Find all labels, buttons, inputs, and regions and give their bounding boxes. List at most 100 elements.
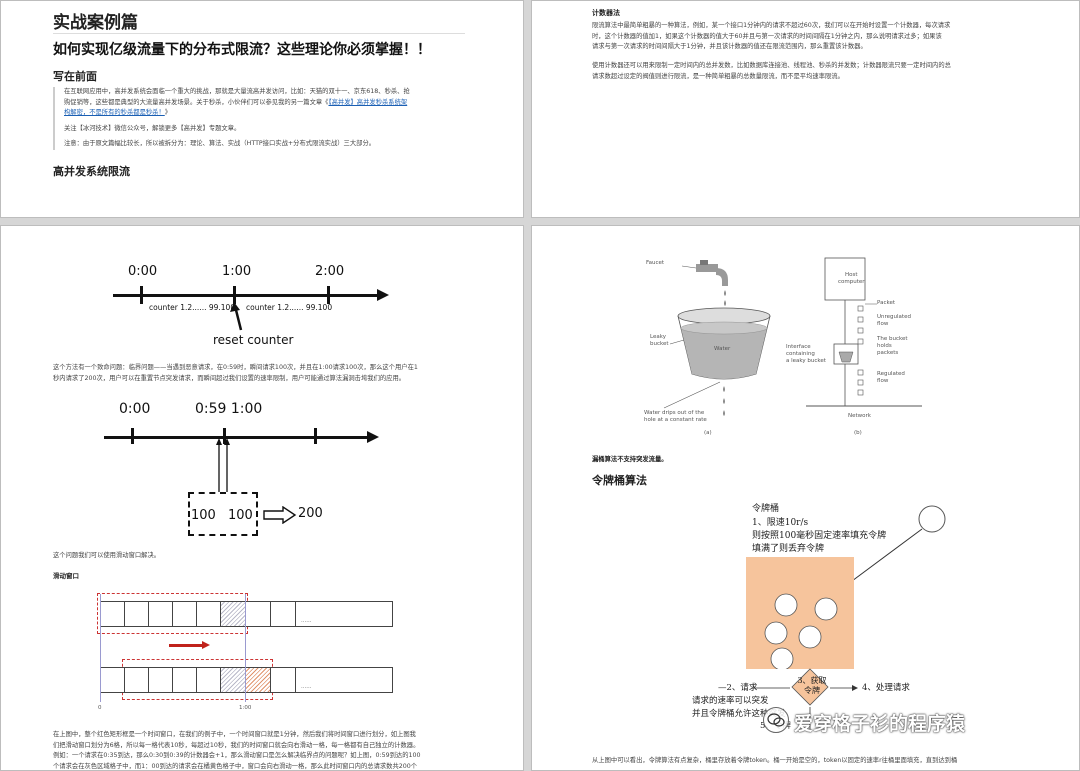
window-cell: [148, 667, 173, 693]
burst-count-right: 100: [228, 508, 253, 523]
token-step4: 4、处理请求: [862, 683, 910, 693]
token-step2: —2、请求: [718, 683, 758, 693]
label-a: (a): [704, 430, 712, 436]
burst-box: [188, 492, 258, 536]
section-heading-intro: 写在前面: [53, 70, 97, 83]
label-packet: Packet: [877, 300, 895, 306]
label-interface-3: a leaky bucket: [786, 358, 826, 364]
shift-arrow-icon: [169, 644, 205, 647]
tick-mark: [327, 286, 330, 304]
boundary-line: [245, 594, 246, 702]
title-divider: [53, 33, 465, 34]
document-page-1: 实战案例篇 如何实现亿级流量下的分布式限流？这些理论你必须掌握！！ 写在前面 在…: [0, 0, 524, 218]
window-cell-gray: [220, 667, 246, 693]
leaky-caption: 漏桶算法不支持突发流量。: [592, 456, 668, 463]
heading-sliding-window: 滑动窗口: [53, 572, 79, 580]
tick-mark: [140, 286, 143, 304]
token-drop-icon: [851, 505, 946, 582]
window-cell: [172, 667, 197, 693]
label-b: (b): [854, 430, 862, 436]
p3-line-1: 这个方法有一个致命问题：临界问题——当遇到恶意请求，在0:59时，瞬间请求100…: [53, 364, 418, 371]
time-label-0200: 2:00: [315, 264, 345, 279]
tick-mark: [223, 428, 226, 444]
token-step2b: 请求的速率可以突发: [692, 696, 769, 706]
window-cell: [270, 601, 296, 627]
p3-line-5: 例如：一个请求在0:35到达，那么0:30到0:39的计数器会+1，那么滑动窗口…: [53, 752, 421, 759]
p2-line-5: 请求数超过设定的阀值则进行限流，是一种简单粗暴的总数量限流，而不是平均速率限流。: [592, 72, 844, 80]
dots-label: ......: [301, 684, 312, 690]
window-cell: [124, 601, 149, 627]
window-cell: [172, 601, 197, 627]
arrow-right-icon: [377, 289, 389, 301]
p3-line-3: 在上图中，整个红色矩形框是一个时间窗口，在我们的例子中，一个时间窗口就是1分钟，…: [53, 731, 416, 738]
intro-quote: 在互联网应用中，高并发系统会面临一个重大的挑战，那就是大量流高并发访问，比如：天…: [53, 87, 465, 150]
page-title: 实战案例篇: [53, 13, 138, 33]
label-interface-2: containing: [786, 351, 815, 357]
token-step1c: 填满了则丢弃令牌: [752, 544, 825, 554]
counter-para-2: 使用计数器还可以用来限制一定时间内的总并发数，比如数据库连接池、线程池、秒杀的并…: [592, 61, 1062, 82]
p2-line-1: 限流算法中最简单粗暴的一种算法，例如，某一个接口1分钟内的请求不超过60次，我们…: [592, 22, 951, 29]
article-title: 如何实现亿级流量下的分布式限流？这些理论你必须掌握！！: [53, 42, 431, 58]
counter-label-right: counter 1.2...... 99.100: [246, 303, 333, 312]
window-cell: [100, 667, 125, 693]
window-cell: [148, 601, 173, 627]
label-network: Network: [848, 413, 871, 419]
label-drips-2: hole at a constant rate: [644, 417, 707, 423]
window-cell: [196, 667, 221, 693]
label-regulated-2: flow: [877, 378, 889, 384]
counter-label-left: counter 1.2...... 99.100: [149, 303, 236, 312]
window-cell: [100, 601, 125, 627]
label-faucet: Faucet: [646, 260, 665, 266]
token-step1b: 则按照100毫秒固定速率填充令牌: [752, 531, 887, 541]
window-cell-rest: [295, 667, 393, 693]
time-label-0000: 0:00: [119, 401, 151, 417]
tick-mark: [233, 286, 236, 304]
sliding-solution-line: 这个问题我们可以使用滑动窗口解决。: [53, 552, 161, 559]
document-page-2: 计数器法 限流算法中最简单粗暴的一种算法，例如，某一个接口1分钟内的请求不超过6…: [531, 0, 1080, 218]
reset-arrow-icon: [230, 302, 243, 331]
tick-mark: [314, 428, 317, 444]
p2-line-3: 请求与第一次请求的时间间隔大于1分钟，并且该计数器的值还在限流范围内，那么重置该…: [592, 43, 867, 50]
p2-line-2: 时，这个计数器的值加1，如果这个计数器的值大于60并且与第一次请求的时间间隔在1…: [592, 32, 942, 40]
watermark-text: 爱穿格子衫的程序猿: [794, 713, 966, 735]
window-cell: [245, 601, 271, 627]
heading-counter: 计数器法: [592, 9, 620, 17]
boundary-line: [100, 594, 101, 702]
p3-line-4: 们把滑动窗口划分为6格，所以每一格代表10秒，每超过10秒，我们的时间窗口就会向…: [53, 741, 420, 749]
window-cell: [270, 667, 296, 693]
follow-line: 关注【冰河技术】微信公众号，解锁更多【高并发】专题文章。: [64, 124, 241, 132]
window-cell-rest: [295, 601, 393, 627]
label-water: Water: [714, 346, 731, 352]
shift-arrow-head-icon: [202, 641, 210, 649]
burst-total: 200: [298, 506, 323, 521]
timeline-axis: [104, 436, 369, 439]
dots-label: ......: [301, 618, 312, 624]
article-link-1[interactable]: 【高并发】高并发秒杀系统架: [328, 98, 408, 106]
token-bottom-para: 从上图中可以看出，令牌算法有点复杂，桶里存放着令牌token。桶一开始是空的，t…: [592, 757, 958, 764]
article-link-2[interactable]: 构解密，不是所有的秒杀都是秒杀！: [64, 109, 165, 116]
hollow-arrow-icon: [263, 506, 297, 524]
label-unregulated-2: flow: [877, 321, 889, 327]
label-host-1: Host: [845, 272, 858, 278]
window-cell-gray: [220, 601, 246, 627]
intro-line-2: 购促销等，这些都是典型的大流量高并发场景。关于秒杀，小伙伴们可以参见我的另一篇文…: [64, 98, 408, 106]
label-bucket-holds-3: packets: [877, 350, 899, 356]
tick-mark: [131, 428, 134, 444]
p2-line-4: 使用计数器还可以用来限制一定时间内的总并发数，比如数据库连接池、线程池、秒杀的并…: [592, 62, 951, 69]
reset-counter-label: reset counter: [213, 333, 294, 347]
up-arrows-icon: [216, 438, 230, 492]
intro-line-3: 构解密，不是所有的秒杀都是秒杀！》: [64, 109, 172, 116]
wechat-bubble-icon: [767, 713, 785, 727]
time-label-0059-0100: 0:59 1:00: [195, 401, 263, 417]
critical-issue-para: 这个方法有一个致命问题：临界问题——当遇到恶意请求，在0:59时，瞬间请求100…: [53, 363, 473, 384]
wechat-logo-icon: [763, 707, 789, 733]
counter-para-1: 限流算法中最简单粗暴的一种算法，例如，某一个接口1分钟内的请求不超过60次，我们…: [592, 21, 1062, 53]
